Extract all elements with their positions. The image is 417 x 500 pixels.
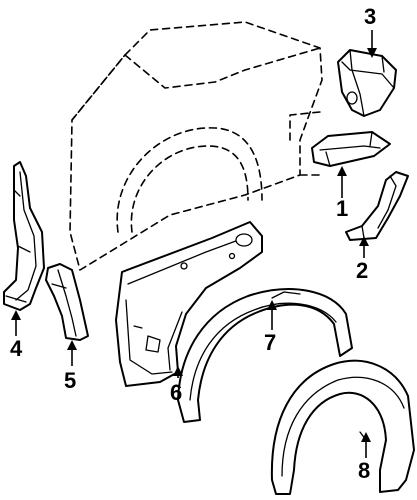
callout-4: 4 xyxy=(10,336,23,361)
part-6-wheelhouse-outer-panel xyxy=(115,221,263,387)
part-8-wheelhouse-liner xyxy=(270,359,415,495)
callout-7: 7 xyxy=(264,330,276,355)
part-5-pillar-piece xyxy=(45,263,89,341)
callout-2: 2 xyxy=(356,258,368,283)
part-4-pillar-reinforcement xyxy=(3,161,45,311)
part-7-wheelhouse-inner-arch xyxy=(177,288,353,423)
part-2-lower-bracket xyxy=(345,171,409,241)
callout-1: 1 xyxy=(336,196,348,221)
part-3-lamp-housing xyxy=(337,49,397,117)
callout-6: 6 xyxy=(170,380,182,405)
quarter-panel-phantom-outline xyxy=(69,21,323,271)
callout-3: 3 xyxy=(364,4,376,29)
callout-5: 5 xyxy=(64,368,76,393)
part-1-upper-bracket xyxy=(311,131,391,167)
callout-8: 8 xyxy=(358,458,370,483)
callout-arrowheads xyxy=(11,48,377,442)
